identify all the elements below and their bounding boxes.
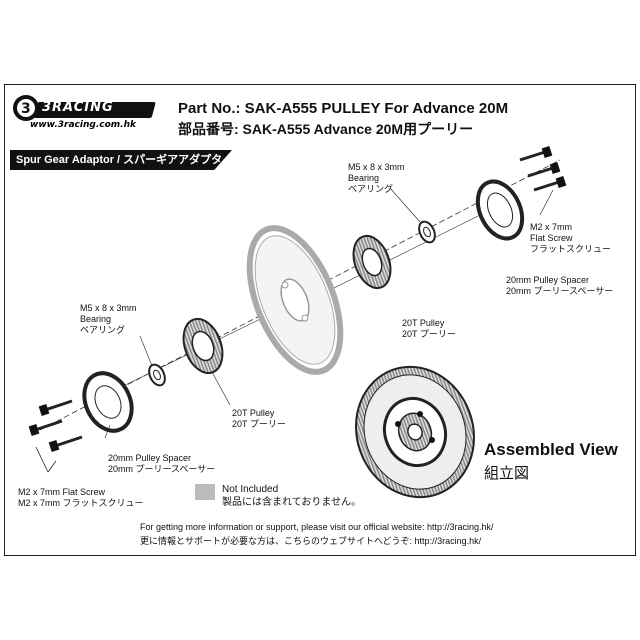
flat-screw-right-1 — [519, 146, 553, 162]
leader-line — [139, 335, 153, 367]
flat-screw-left-3 — [48, 435, 83, 452]
flat-screw-left-1 — [38, 399, 73, 416]
leader-line — [211, 371, 231, 406]
leader-line — [47, 460, 57, 473]
guide-line — [329, 204, 501, 291]
leader-line — [389, 187, 421, 223]
assembled-view-title: Assembled View — [484, 440, 618, 459]
footer-line-en: For getting more information or support,… — [140, 522, 494, 532]
brand-name: 3RACING — [42, 100, 114, 115]
spur-gear-not-included — [246, 225, 344, 375]
not-included-swatch — [195, 484, 215, 500]
flat-screw-right-3 — [533, 176, 567, 192]
flat-screw-right-2 — [527, 162, 561, 178]
brand-website: www.3racing.com.hk — [30, 120, 136, 130]
not-included-note: 製品には含まれておりません。 — [222, 497, 362, 508]
flat-screw-left-2 — [28, 419, 63, 436]
pulley-spacer-left — [82, 371, 134, 433]
leader-line — [104, 424, 111, 439]
assembled-view-subtitle: 組立図 — [484, 465, 530, 482]
footer-line-jp: 更に情報とサポートが必要な方は、こちらのウェブサイトへどうぞ: http://3… — [140, 536, 482, 546]
assembled-view-gear — [355, 365, 475, 499]
leader-line — [539, 189, 554, 216]
svg-text:3: 3 — [21, 101, 31, 117]
bearing-top — [418, 220, 436, 244]
part-title-en: Part No.: SAK-A555 PULLEY For Advance 20… — [178, 100, 509, 117]
section-banner: Spur Gear Adaptor / スパーギアアダプター — [10, 150, 232, 170]
part-title-jp: 部品番号: SAK-A555 Advance 20M用プーリー — [178, 121, 474, 137]
bearing-left — [148, 363, 166, 387]
not-included-title: Not Included — [222, 484, 279, 495]
leader-line — [35, 446, 49, 473]
pulley-20t-top — [352, 234, 392, 290]
pulley-20t-bottom — [182, 317, 224, 375]
pulley-spacer-right — [475, 179, 525, 241]
